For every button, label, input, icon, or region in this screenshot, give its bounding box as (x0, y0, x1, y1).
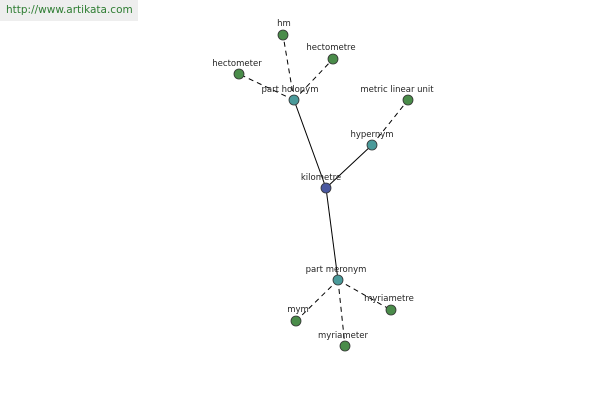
node-hm[interactable]: hm (277, 19, 291, 41)
node-myriametre-dot[interactable] (385, 304, 397, 316)
node-myriameter-dot[interactable] (339, 340, 351, 352)
edge-center-part-meronym (325, 187, 339, 281)
node-myriameter-label: myriameter (318, 331, 368, 341)
edge-holonym-hm (282, 34, 295, 101)
solid-edges (293, 99, 373, 281)
node-myriameter[interactable]: myriameter (318, 331, 368, 352)
node-hectometre-label: hectometre (306, 43, 355, 53)
node-metric-linear-unit-label: metric linear unit (360, 85, 434, 95)
node-hectometer[interactable]: hectometer (212, 59, 262, 80)
node-part-holonym-dot[interactable] (288, 94, 300, 106)
edge-meronym-myriametre (337, 279, 392, 311)
edge-meronym-myriameter (337, 279, 346, 347)
node-hypernym[interactable]: hypernym (350, 130, 394, 151)
node-hectometre[interactable]: hectometre (306, 43, 356, 65)
node-mym-label: mym (287, 305, 309, 315)
edge-meronym-mym (295, 279, 339, 322)
node-hectometre-dot[interactable] (327, 53, 339, 65)
edge-holonym-hectometre (293, 58, 334, 101)
node-hypernym-label: hypernym (350, 130, 393, 140)
node-hectometer-dot[interactable] (233, 68, 245, 80)
node-hectometer-label: hectometer (212, 59, 262, 69)
node-part-holonym[interactable]: part holonym (262, 85, 319, 106)
node-mym-dot[interactable] (290, 315, 302, 327)
node-hypernym-dot[interactable] (366, 139, 378, 151)
node-metric-linear-unit[interactable]: metric linear unit (360, 85, 434, 106)
node-part-meronym-label: part meronym (306, 265, 367, 275)
edge-holonym-hectometer (238, 73, 295, 101)
dashed-edges (238, 34, 409, 347)
edge-center-hypernym (325, 144, 373, 189)
node-myriametre[interactable]: myriametre (364, 294, 414, 316)
node-part-meronym[interactable]: part meronym (306, 265, 367, 286)
edge-center-part-holonym (293, 99, 327, 189)
node-myriametre-label: myriametre (364, 294, 414, 304)
node-mym[interactable]: mym (287, 305, 309, 327)
node-part-meronym-dot[interactable] (332, 274, 344, 286)
node-center-label: kilometre (301, 173, 341, 183)
node-hm-dot[interactable] (277, 29, 289, 41)
watermark-link[interactable]: http://www.artikata.com (0, 0, 138, 21)
node-metric-linear-unit-dot[interactable] (402, 94, 414, 106)
node-center-dot[interactable] (320, 182, 332, 194)
edge-hypernym-metric-linear-unit (371, 99, 409, 146)
node-part-holonym-label: part holonym (262, 85, 319, 95)
node-center[interactable]: kilometre (301, 173, 341, 194)
node-hm-label: hm (277, 19, 291, 29)
